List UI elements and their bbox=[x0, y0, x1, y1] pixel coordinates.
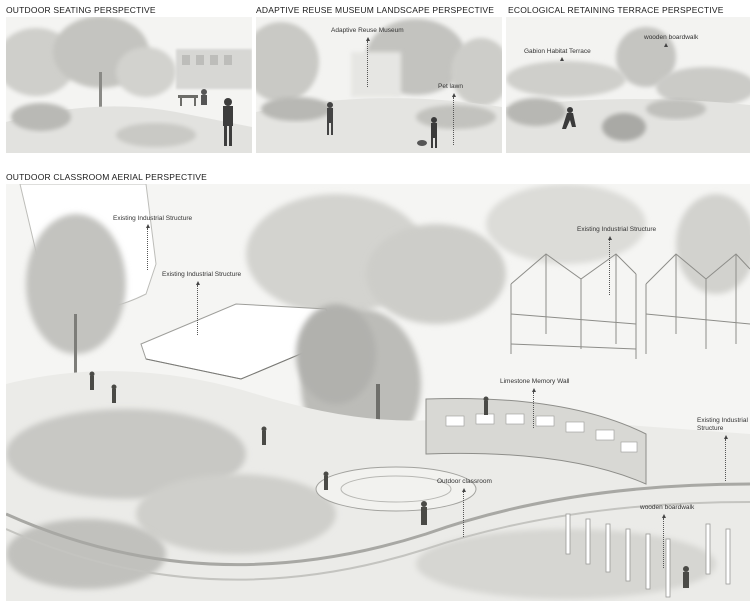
industrial-structure-label-1-arrow bbox=[146, 224, 150, 228]
outdoor-classroom-label-leader bbox=[463, 492, 464, 537]
museum-label: Adaptive Reuse Museum bbox=[331, 27, 404, 34]
industrial-frame-right bbox=[645, 253, 750, 354]
industrial-structure-label-4-line1: Existing Industrial bbox=[697, 417, 748, 424]
pet-lawn-label: Pet lawn bbox=[438, 83, 463, 90]
industrial-structure-label-4-arrow bbox=[724, 435, 728, 439]
industrial-structure-label-2-arrow bbox=[196, 281, 200, 285]
industrial-structure-label-3: Existing Industrial Structure bbox=[577, 226, 657, 233]
industrial-structure-label-4-leader bbox=[725, 439, 726, 481]
seating-perspective-title: OUTDOOR SEATING PERSPECTIVE bbox=[6, 5, 156, 15]
pet-lawn-label-arrow bbox=[452, 93, 456, 97]
industrial-structure-label-1-leader bbox=[147, 228, 148, 270]
terrace-boardwalk-label-arrow bbox=[664, 43, 668, 47]
gabion-terrace-label: Gabion Habitat Terrace bbox=[524, 48, 591, 55]
limestone-memory-wall-label: Limestone Memory Wall bbox=[500, 378, 570, 385]
aerial-boardwalk-label-arrow bbox=[662, 514, 666, 518]
terrace-perspective-image: Gabion Habitat Terrace wooden boardwalk bbox=[506, 17, 750, 153]
seating-perspective-image bbox=[6, 17, 252, 153]
classroom-aerial-image: Existing Industrial Structure Existing I… bbox=[6, 184, 750, 601]
industrial-structure-label-1: Existing Industrial Structure bbox=[113, 215, 193, 222]
gabion-terrace-label-arrow bbox=[560, 57, 564, 61]
terrace-perspective-title: ECOLOGICAL RETAINING TERRACE PERSPECTIVE bbox=[508, 5, 724, 15]
aerial-boardwalk-label: wooden boardwalk bbox=[640, 504, 695, 511]
industrial-structure-label-4-line2: Structure bbox=[697, 425, 724, 432]
limestone-memory-wall-label-leader bbox=[533, 392, 534, 428]
outdoor-classroom-label: Outdoor classroom bbox=[437, 478, 492, 485]
museum-label-arrow bbox=[366, 37, 370, 41]
classroom-perspective-title: OUTDOOR CLASSROOM AERIAL PERSPECTIVE bbox=[6, 172, 208, 182]
museum-label-leader bbox=[367, 41, 368, 87]
museum-perspective-image: Adaptive Reuse Museum Pet lawn bbox=[256, 17, 502, 153]
industrial-structure-label-3-arrow bbox=[608, 236, 612, 240]
industrial-structure-label-2-leader bbox=[197, 285, 198, 335]
aerial-boardwalk-label-leader bbox=[663, 518, 664, 568]
museum-perspective-title: ADAPTIVE REUSE MUSEUM LANDSCAPE PERSPECT… bbox=[256, 5, 495, 15]
industrial-frame-left bbox=[510, 253, 637, 359]
outdoor-classroom-label-arrow bbox=[462, 488, 466, 492]
industrial-structure-label-2: Existing Industrial Structure bbox=[162, 271, 242, 278]
limestone-memory-wall-label-arrow bbox=[532, 388, 536, 392]
pet-lawn-label-leader bbox=[453, 97, 454, 145]
industrial-structure-label-3-leader bbox=[609, 240, 610, 295]
terrace-boardwalk-label: wooden boardwalk bbox=[644, 34, 699, 41]
